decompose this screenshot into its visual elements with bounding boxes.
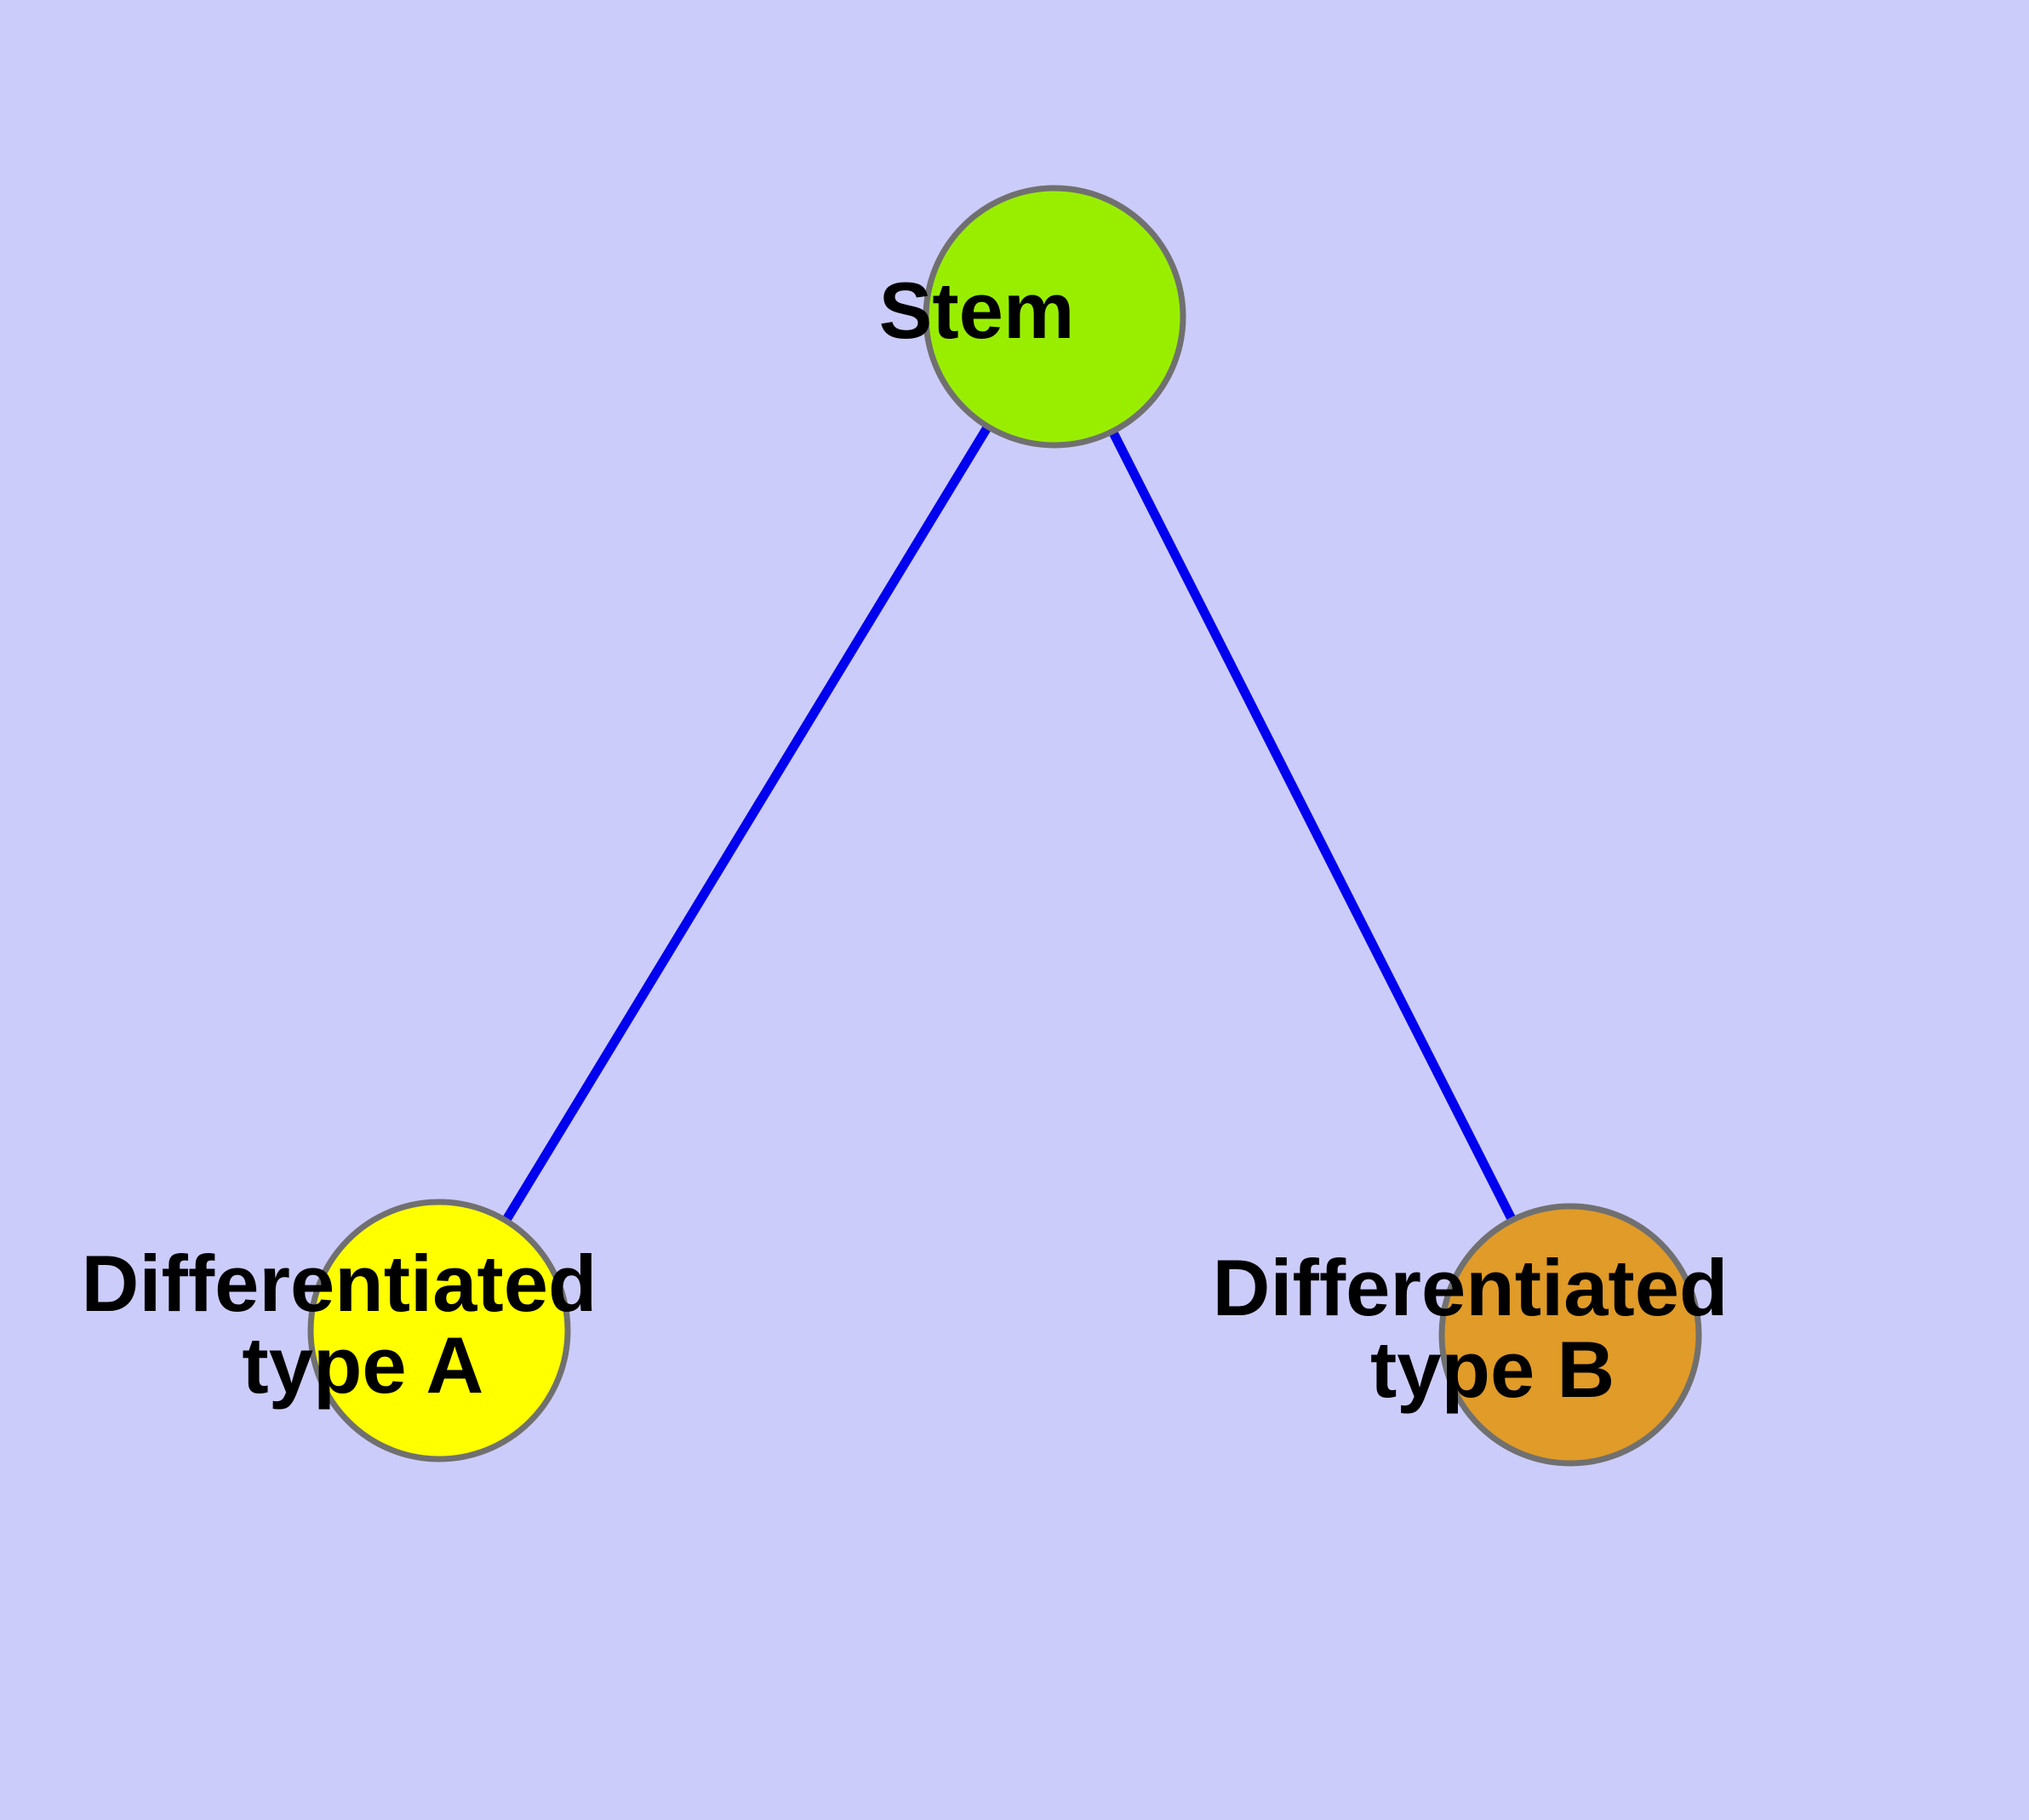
node-label-differentiated-type-a-line-2: type A xyxy=(242,1320,482,1410)
node-circle-stem[interactable] xyxy=(923,185,1186,449)
nodes-layer xyxy=(307,185,1702,1467)
node-circle-differentiated-type-a[interactable] xyxy=(307,1199,571,1462)
labels-layer: Stem Differentiated type A Differentiate… xyxy=(82,266,1929,1414)
node-circle-differentiated-type-b[interactable] xyxy=(1438,1203,1702,1467)
node-label-differentiated-type-a: Differentiated type A xyxy=(82,1239,797,1410)
node-label-differentiated-type-a-line-1: Differentiated xyxy=(82,1239,597,1328)
node-label-differentiated-type-b: Differentiated type B xyxy=(1213,1243,1929,1414)
edges-layer xyxy=(435,314,1575,1337)
node-label-differentiated-type-b-line-1: Differentiated xyxy=(1213,1243,1729,1332)
node-label-stem-line-1: Stem xyxy=(879,266,1075,355)
node-label-stem: Stem xyxy=(879,266,1231,355)
node-label-differentiated-type-b-line-2: type B xyxy=(1370,1325,1615,1414)
node-differentiated-type-b[interactable] xyxy=(1438,1203,1702,1467)
edge-stem-to-differentiated-type-a[interactable] xyxy=(435,314,1059,1333)
edge-stem-to-differentiated-type-b[interactable] xyxy=(1050,314,1575,1337)
node-differentiated-type-a[interactable] xyxy=(307,1199,571,1462)
node-stem[interactable] xyxy=(923,185,1186,449)
